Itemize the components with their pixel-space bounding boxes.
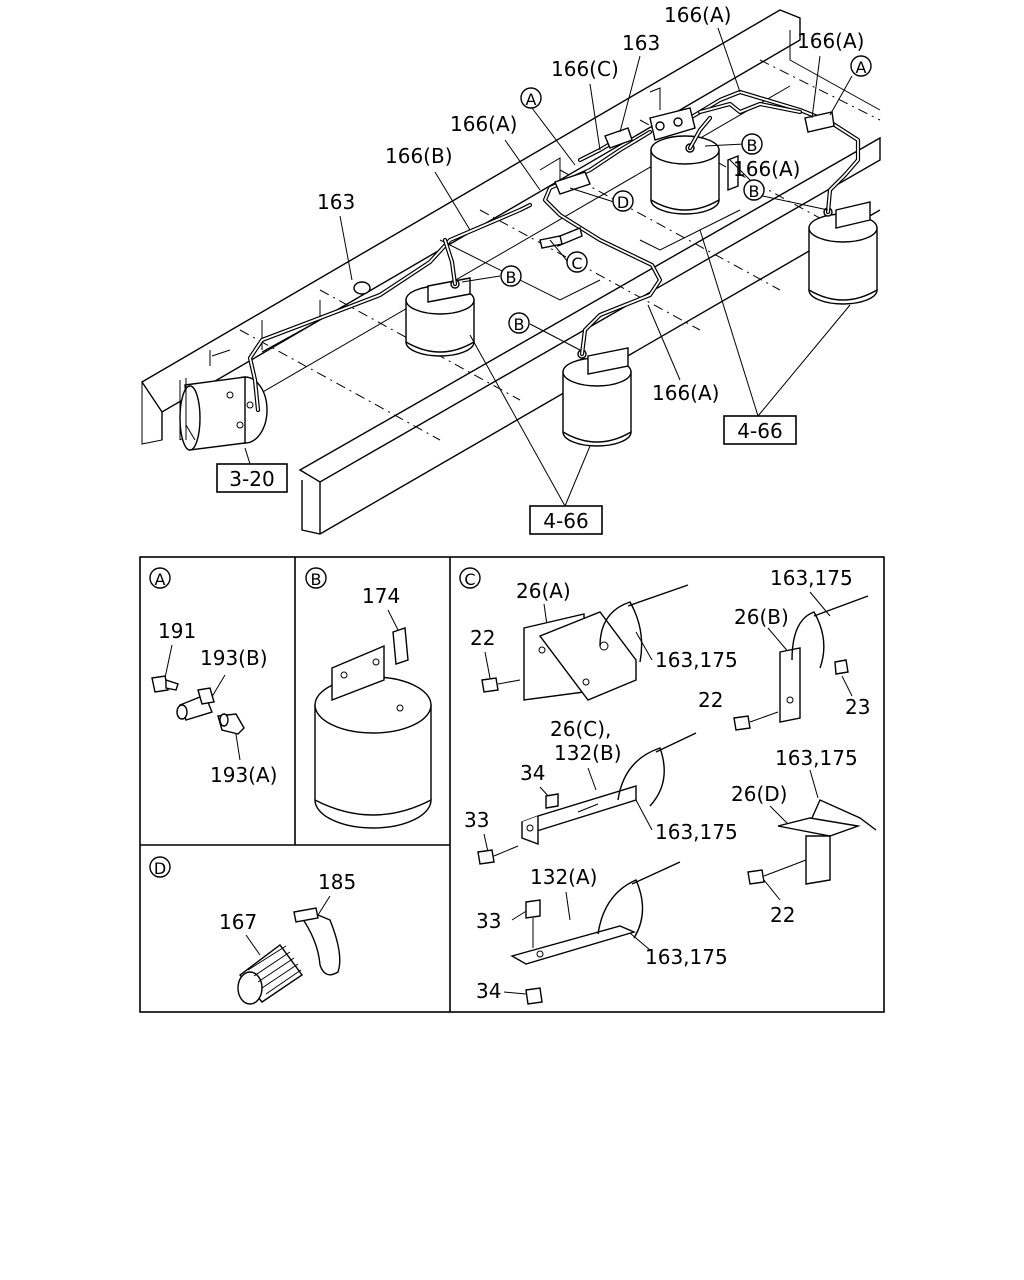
callout-166a-bottom: 166(A) [652, 381, 719, 405]
detail-c-26c: 26(C), [550, 717, 611, 741]
callout-166a-top-right: 166(A) [797, 29, 864, 53]
svg-text:4-66: 4-66 [737, 419, 782, 443]
svg-text:D: D [154, 859, 166, 878]
detail-c-tag: C [459, 567, 481, 589]
callout-166a-right: 166(A) [733, 157, 800, 181]
detail-c-22-b: 22 [698, 688, 723, 712]
detail-c-163175-c: 163,175 [655, 820, 738, 844]
detail-c-34-bottom: 34 [476, 979, 501, 1003]
marker-b-rear-right: B [743, 179, 765, 201]
detail-c-163175-b: 163,175 [770, 566, 853, 590]
detail-a: A 191 193(B) 193(A) [149, 567, 277, 787]
section-markers: A A B B B B D C [500, 55, 872, 334]
air-spring-front-left [405, 277, 475, 357]
detail-c-33-top: 33 [464, 808, 489, 832]
svg-text:B: B [311, 570, 322, 589]
detail-a-193a: 193(A) [210, 763, 277, 787]
detail-c-23: 23 [845, 695, 870, 719]
svg-text:3-20: 3-20 [229, 467, 274, 491]
reference-boxes: 3-20 4-66 4-66 [216, 415, 797, 535]
detail-c-34-top: 34 [520, 761, 545, 785]
callout-labels: 166(A) 166(A) 163 166(C) 166(A) 166(B) 1… [317, 3, 864, 405]
detail-c-26a: 26(A) [516, 579, 571, 603]
svg-text:A: A [155, 570, 166, 589]
detail-d-167: 167 [219, 910, 257, 934]
detail-a-191: 191 [158, 619, 196, 643]
svg-text:B: B [514, 315, 525, 334]
detail-d: D 185 167 [149, 856, 356, 1005]
ref-box-3-20: 3-20 [216, 463, 288, 493]
marker-b-front-left: B [500, 265, 522, 287]
detail-c-163175-d: 163,175 [775, 746, 858, 770]
svg-text:B: B [749, 182, 760, 201]
detail-c-163175-e: 163,175 [645, 945, 728, 969]
svg-text:C: C [571, 254, 582, 273]
detail-b-174: 174 [362, 584, 400, 608]
callout-166b: 166(B) [385, 144, 453, 168]
marker-b-front-right: B [508, 312, 530, 334]
svg-text:A: A [526, 90, 537, 109]
detail-c-132a: 132(A) [530, 865, 597, 889]
detail-c: C 26(A) 22 163,175 163,175 26(B) 22 23 2 [459, 566, 877, 1005]
marker-b-rear: B [741, 133, 763, 155]
detail-d-tag: D [149, 856, 171, 878]
air-spring-front-right [562, 347, 632, 447]
ref-box-4-66-bottom: 4-66 [529, 505, 603, 535]
detail-c-22-d: 22 [770, 903, 795, 927]
air-pipes [247, 89, 861, 413]
svg-text:D: D [617, 193, 629, 212]
detail-c-163175-a: 163,175 [655, 648, 738, 672]
detail-a-193b: 193(B) [200, 646, 268, 670]
fittings [353, 107, 835, 295]
detail-d-185: 185 [318, 870, 356, 894]
detail-panels-frame [139, 556, 885, 1013]
marker-c: C [566, 251, 588, 273]
detail-b: B 174 [305, 567, 432, 829]
air-spring-rear-left [650, 135, 720, 215]
detail-c-22-a: 22 [470, 626, 495, 650]
marker-a-left: A [520, 87, 542, 109]
detail-b-tag: B [305, 567, 327, 589]
marker-a-right: A [850, 55, 872, 77]
callout-166a-mid: 166(A) [450, 112, 517, 136]
svg-text:C: C [464, 570, 475, 589]
air-spring-rear-right [808, 201, 878, 305]
leader-lines [244, 27, 853, 507]
callout-163-top: 163 [622, 31, 660, 55]
detail-c-132b: 132(B) [554, 741, 622, 765]
svg-text:4-66: 4-66 [543, 509, 588, 533]
marker-d: D [612, 190, 634, 212]
callout-166c: 166(C) [551, 57, 619, 81]
svg-text:B: B [747, 136, 758, 155]
svg-text:A: A [856, 58, 867, 77]
detail-c-33-bottom: 33 [476, 909, 501, 933]
callout-166a-top: 166(A) [664, 3, 731, 27]
callout-163-left: 163 [317, 190, 355, 214]
detail-c-26d: 26(D) [731, 782, 787, 806]
detail-c-26b: 26(B) [734, 605, 789, 629]
ref-box-4-66-right: 4-66 [723, 415, 797, 445]
detail-a-tag: A [149, 567, 171, 589]
svg-text:B: B [506, 268, 517, 287]
